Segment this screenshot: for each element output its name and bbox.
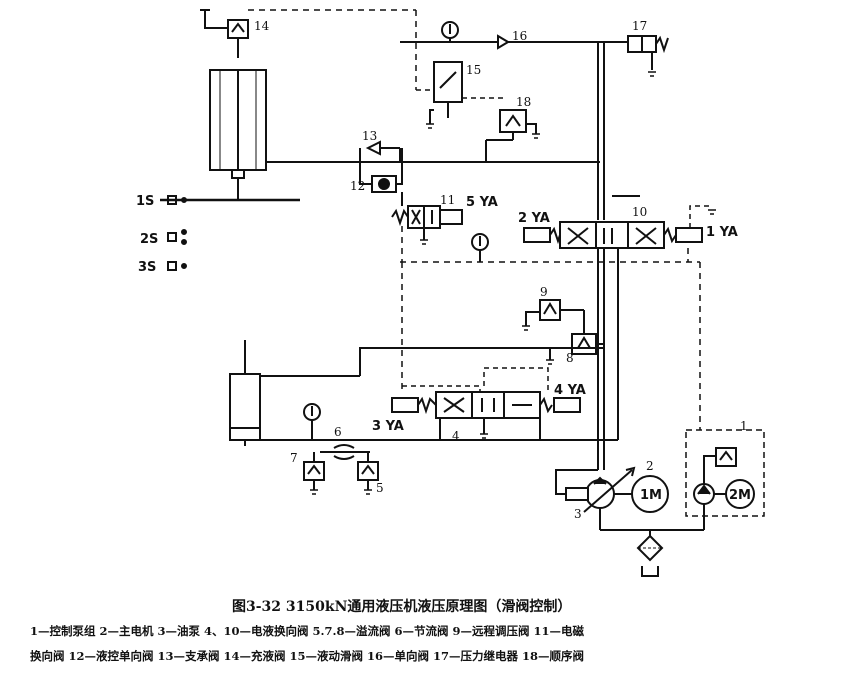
label-16: 16 xyxy=(512,29,527,43)
main-pump-3 xyxy=(555,466,636,513)
prefill-valve-14 xyxy=(200,9,249,58)
ejector-cylinder xyxy=(229,340,261,446)
label-2: 2 xyxy=(646,459,654,473)
limit-switch-3s xyxy=(167,261,187,271)
label-5: 5 xyxy=(376,481,384,495)
label-9: 9 xyxy=(540,285,548,299)
tank-symbols xyxy=(310,71,716,495)
solenoid-valve-11 xyxy=(391,205,463,229)
pressure-gauge-top xyxy=(441,21,459,42)
limit-switch-2s xyxy=(167,229,187,245)
label-3s: 3S xyxy=(138,260,156,275)
electrohydraulic-valve-10 xyxy=(523,221,703,249)
label-6: 6 xyxy=(334,425,342,439)
label-3: 3 xyxy=(574,507,582,521)
figure-title: 图3-32 3150kN通用液压机液压原理图（滑阀控制） xyxy=(232,599,572,615)
label-12: 12 xyxy=(350,179,365,193)
label-15: 15 xyxy=(466,63,481,77)
label-4ya: 4 YA xyxy=(554,383,586,398)
label-11: 11 xyxy=(440,193,455,207)
label-1m: 1M xyxy=(640,488,662,503)
label-13: 13 xyxy=(362,129,377,143)
pilot-slide-valve-15 xyxy=(429,61,463,124)
remote-pressure-valve-9 xyxy=(525,299,561,326)
label-2ya: 2 YA xyxy=(518,211,550,226)
relief-valve-7 xyxy=(303,461,325,490)
check-valve-16 xyxy=(497,34,510,50)
legend-line-1: 1—控制泵组 2—主电机 3—油泵 4、10—电液换向阀 5.7.8—溢流阀 6… xyxy=(30,624,585,638)
label-1s: 1S xyxy=(136,194,154,209)
main-motor-2 xyxy=(631,475,669,513)
label-1ya: 1 YA xyxy=(706,225,738,240)
support-valve-13 xyxy=(365,140,400,156)
label-8: 8 xyxy=(566,351,574,365)
pressure-gauge-low xyxy=(303,403,321,440)
limit-switch-1s xyxy=(167,195,187,205)
label-18: 18 xyxy=(516,95,531,109)
oil-filter xyxy=(636,530,664,577)
pressure-switch-17 xyxy=(627,35,669,70)
label-4: 4 xyxy=(452,429,460,443)
label-10: 10 xyxy=(632,205,647,219)
label-7: 7 xyxy=(290,451,298,465)
electrohydraulic-valve-4 xyxy=(391,391,581,434)
pilot-check-valve-12 xyxy=(371,175,397,193)
label-17: 17 xyxy=(632,19,647,33)
label-1: 1 xyxy=(740,419,748,433)
throttle-valve-6 xyxy=(333,444,355,460)
control-pump-group-1 xyxy=(685,429,765,517)
label-5ya: 5 YA xyxy=(466,195,498,210)
label-14: 14 xyxy=(254,19,270,33)
label-2s: 2S xyxy=(140,232,158,247)
sequence-valve-18 xyxy=(499,109,537,140)
label-2m: 2M xyxy=(729,488,751,503)
label-3ya: 3 YA xyxy=(372,419,404,434)
main-cylinder xyxy=(160,69,300,202)
hydraulic-schematic: 14 16 17 15 18 13 12 11 5 YA 10 2 YA 1 Y… xyxy=(136,9,765,577)
relief-valve-5 xyxy=(357,461,379,490)
pressure-gauge-mid xyxy=(471,233,489,262)
legend-line-2: 换向阀 12—液控单向阀 13—支承阀 14—充液阀 15—液动滑阀 16—单向… xyxy=(30,649,585,663)
